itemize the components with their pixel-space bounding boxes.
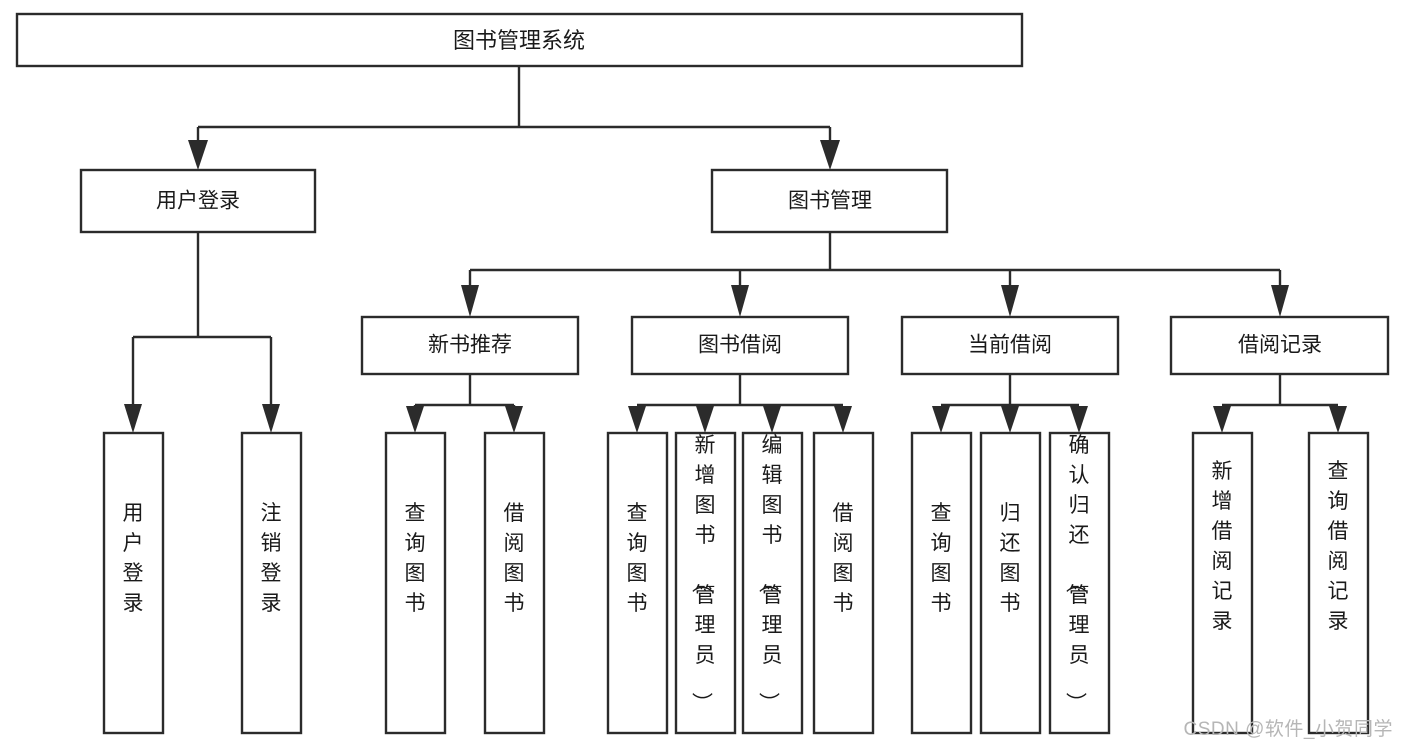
arrow-head-leaf-return-book	[1001, 406, 1019, 433]
book-manage-box	[710, 168, 949, 234]
user-login-label: 用户登录	[156, 190, 240, 213]
arrow-head-leaf-borrow-book-1	[505, 406, 523, 433]
leaf-node-add-record[interactable]: 新增借阅记录	[1191, 431, 1254, 735]
leaf-user-login-box	[102, 431, 165, 735]
arrow-head-leaf-add-book	[696, 406, 714, 433]
node-new-book-recommend[interactable]: 新书推荐	[360, 315, 580, 376]
leaf-query-book-2-box	[606, 431, 669, 735]
current-borrow-label: 当前借阅	[968, 334, 1052, 357]
arrow-head-leaf-user-login	[124, 404, 142, 433]
arrow-head-leaf-add-record	[1213, 406, 1231, 433]
leaf-node-query-book-2[interactable]: 查询图书	[606, 431, 669, 735]
leaf-add-record-label: 新增借阅记录	[1212, 460, 1233, 633]
leaf-node-user-logout[interactable]: 注销登录	[240, 431, 303, 735]
current-borrow-box	[900, 315, 1120, 376]
node-borrow-record[interactable]: 借阅记录	[1169, 315, 1390, 376]
leaf-node-return-book[interactable]: 归还图书	[979, 431, 1042, 735]
leaf-edit-book-box	[741, 431, 804, 735]
book-borrow-label: 图书借阅	[698, 334, 782, 357]
arrow-head-leaf-confirm-return	[1070, 406, 1088, 433]
root-label: 图书管理系统	[453, 28, 585, 53]
leaf-add-book-box	[674, 431, 737, 735]
leaf-add-record-box	[1191, 431, 1254, 735]
node-book-manage[interactable]: 图书管理	[710, 168, 949, 234]
leaf-node-query-book-3[interactable]: 查询图书	[910, 431, 973, 735]
leaf-node-user-login[interactable]: 用户登录	[102, 431, 165, 735]
node-user-login[interactable]: 用户登录	[79, 168, 317, 234]
leaf-query-book-1-label: 查询图书	[405, 502, 426, 615]
book-borrow-box	[630, 315, 850, 376]
leaf-borrow-book-2-label: 借阅图书	[833, 502, 854, 615]
arrow-head-leaf-query-record	[1329, 406, 1347, 433]
leaf-user-logout-box	[240, 431, 303, 735]
new-book-recommend-box	[360, 315, 580, 376]
arrow-head-leaf-edit-book	[763, 406, 781, 433]
borrow-record-box	[1169, 315, 1390, 376]
leaf-node-add-book[interactable]: 新增图书（管理员）	[674, 431, 737, 735]
leaf-return-book-label: 归还图书	[1000, 502, 1021, 615]
leaf-query-record-box	[1307, 431, 1370, 735]
leaf-query-book-1-box	[384, 431, 447, 735]
leaf-query-book-2-label: 查询图书	[627, 502, 648, 615]
arrow-head-book-borrow	[731, 285, 749, 317]
node-current-borrow[interactable]: 当前借阅	[900, 315, 1120, 376]
leaf-add-book-label: 新增图书（管理员）	[690, 434, 716, 713]
arrow-head-leaf-borrow-book-2	[834, 406, 852, 433]
borrow-record-label: 借阅记录	[1238, 334, 1322, 357]
arrow-head-leaf-user-logout	[262, 404, 280, 433]
leaf-borrow-book-1-label: 借阅图书	[504, 502, 525, 615]
new-book-recommend-label: 新书推荐	[428, 334, 512, 357]
leaf-query-book-3-box	[910, 431, 973, 735]
arrow-head-leaf-query-book-1	[406, 406, 424, 433]
leaf-node-borrow-book-1[interactable]: 借阅图书	[483, 431, 546, 735]
arrow-head-user-login	[188, 140, 208, 170]
leaf-user-login-label: 用户登录	[123, 502, 144, 615]
leaf-node-query-record[interactable]: 查询借阅记录	[1307, 431, 1370, 735]
leaf-return-book-box	[979, 431, 1042, 735]
leaf-node-confirm-return[interactable]: 确认归还（管理员）	[1048, 431, 1111, 735]
node-root[interactable]: 图书管理系统	[15, 12, 1024, 68]
root-box	[15, 12, 1024, 68]
leaf-query-book-3-label: 查询图书	[931, 502, 952, 615]
leaf-confirm-return-label: 确认归还（管理员）	[1064, 434, 1090, 713]
leaf-user-logout-label: 注销登录	[261, 502, 282, 615]
leaf-edit-book-label: 编辑图书（管理员）	[757, 434, 783, 713]
arrow-head-book-manage	[820, 140, 840, 170]
arrow-head-leaf-query-book-2	[628, 406, 646, 433]
leaf-node-borrow-book-2[interactable]: 借阅图书	[812, 431, 875, 735]
arrow-head-leaf-query-book-3	[932, 406, 950, 433]
arrow-head-current-borrow	[1001, 285, 1019, 317]
leaf-query-record-label: 查询借阅记录	[1328, 460, 1349, 633]
leaf-node-edit-book[interactable]: 编辑图书（管理员）	[741, 431, 804, 735]
leaf-confirm-return-box	[1048, 431, 1111, 735]
arrow-head-borrow-record	[1271, 285, 1289, 317]
leaf-borrow-book-1-box	[483, 431, 546, 735]
book-manage-label: 图书管理	[788, 190, 872, 213]
leaf-borrow-book-2-box	[812, 431, 875, 735]
arrow-head-new-book-recommend	[461, 285, 479, 317]
leaf-node-query-book-1[interactable]: 查询图书	[384, 431, 447, 735]
node-book-borrow[interactable]: 图书借阅	[630, 315, 850, 376]
